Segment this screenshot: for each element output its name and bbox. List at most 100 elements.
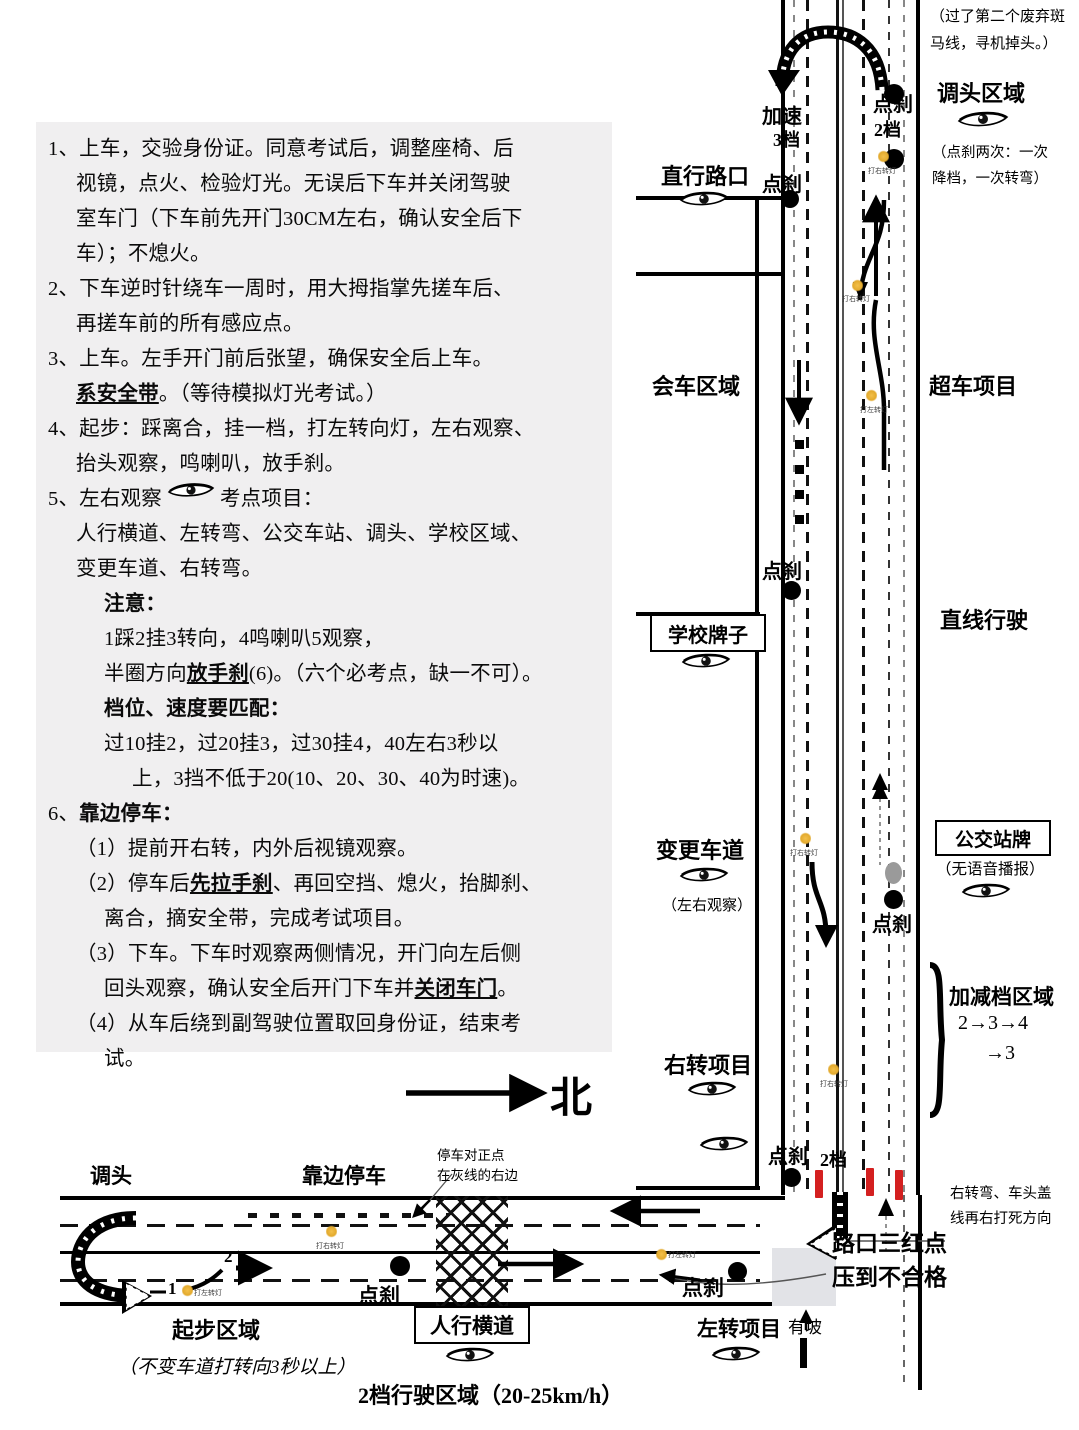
crosswalk-hatch <box>436 1196 508 1306</box>
slope-shading <box>772 1248 836 1306</box>
junction-east-dash <box>903 1195 905 1385</box>
eye-icon <box>679 866 729 884</box>
bottom-lane-dash-upper <box>60 1224 760 1227</box>
park-heading: 靠边停车： <box>79 803 183 825</box>
instruction-line: 系安全带。（等待模拟灯光考试。） <box>48 377 600 412</box>
stop-point-dotted-line <box>248 1213 448 1218</box>
item-number: 2、 <box>48 278 80 300</box>
notice-heading: 注意： <box>104 593 167 615</box>
north-compass-label: 北 <box>550 1076 593 1122</box>
right-turn-road-edge <box>636 1186 760 1190</box>
eye-icon <box>687 1080 737 1098</box>
instruction-line: 视镜，点火、检验灯光。无误后下车并关闭驾驶 <box>48 167 600 202</box>
item-text: 、再回空挡、熄火，抬脚刹、 <box>272 873 542 895</box>
instruction-line: （2）停车后先拉手刹、再回空挡、熄火，抬脚刹、 <box>48 867 600 902</box>
gear2-top-label: 2档 <box>874 120 901 140</box>
brake-point-label: 点刹 <box>873 94 913 116</box>
brake-point-dot <box>884 149 904 169</box>
item-number: 1、 <box>48 138 80 160</box>
eye-icon <box>167 482 215 517</box>
park-side-label: 靠边停车 <box>302 1164 386 1188</box>
lane-change-curve <box>809 861 838 948</box>
uturn-arrow-bottom <box>70 1211 152 1314</box>
brake-point-dot <box>884 84 904 104</box>
instruction-line: 档位、速度要匹配： <box>48 692 600 727</box>
top-note-label: （过了第二个废弃斑 马线，寻机掉头。） <box>930 4 1065 58</box>
start-marker-two: 2 <box>224 1247 233 1266</box>
second-gear-zone-label: 2档行驶区域（20-25km/h） <box>358 1383 624 1408</box>
bus-stop-sign-text: 公交站牌 <box>954 829 1031 851</box>
item-text: 过10挂2，过20挂3，过30挂4，40左右3秒以 <box>104 733 499 755</box>
lane-dash-right <box>888 0 890 1195</box>
overtake-project-label: 超车项目 <box>929 374 1018 399</box>
right-turn-note-label: 右转弯、车头盖 线再右打死方向 <box>950 1182 1052 1232</box>
emphasis-pull-handbrake: 先拉手刹 <box>189 873 273 895</box>
item-text: （2）停车后 <box>76 873 190 895</box>
lane-dash-midright <box>862 0 865 1195</box>
item-text: 人行横道、左转弯、公交车站、调头、学校区域、 <box>76 523 532 545</box>
shift-sequence-1: 2→3→4 <box>958 1012 1028 1034</box>
junction-east-wall <box>918 1195 922 1390</box>
eye-icon <box>679 190 729 208</box>
bottom-lane-dash-lower <box>60 1279 760 1282</box>
bottom-road-top-edge <box>60 1196 760 1200</box>
right-turn-note-text: 右转弯、车头盖 线再右打死方向 <box>950 1186 1052 1227</box>
item-text: 离合，摘安全带，完成考试项目。 <box>104 908 415 930</box>
instruction-line: 变更车道、右转弯。 <box>48 552 600 587</box>
meeting-area-label: 会车区域 <box>652 374 741 399</box>
item-text: 试。 <box>104 1048 146 1070</box>
turn-signal-label: 打左转灯 <box>668 1252 696 1259</box>
bottom-road-bottom-edge <box>60 1302 760 1306</box>
gear2-bottom-label: 2档 <box>820 1150 847 1170</box>
meeting-area-left-wall <box>755 196 759 276</box>
item-text: 抬头观察，鸣喇叭，放手刹。 <box>76 453 346 475</box>
brake-point-label: 点刹 <box>762 174 802 196</box>
item-text: （1）提前开右转，内外后视镜观察。 <box>76 838 418 860</box>
brake-point-dot <box>782 1168 801 1187</box>
item-number: 3、 <box>48 348 80 370</box>
instruction-line: 半圈方向放手刹(6)。（六个必考点，缺一不可）。 <box>48 657 600 692</box>
lane-dash-faint-right <box>903 0 905 1195</box>
item-text: （3）下车。下车时观察两侧情况，开门向左后侧 <box>76 943 522 965</box>
brake-point-label: 点刹 <box>768 1146 808 1168</box>
top-note-text: （过了第二个废弃斑 马线，寻机掉头。） <box>930 9 1066 52</box>
instruction-line: 室车门（下车前先开门30CM左右，确认安全后下 <box>48 202 600 237</box>
junction-red-point-fail-label: 压到不合格 <box>832 1265 947 1290</box>
slope-marker-bar <box>800 1338 807 1368</box>
red-point-mark <box>866 1168 874 1196</box>
park-note-label: 停车对正点 在灰线的右边 <box>437 1146 518 1186</box>
school-sign-text: 学校牌子 <box>668 624 748 647</box>
junction-upper-connector <box>760 1196 785 1200</box>
shift-area-label: 加减档区域 <box>949 985 1054 1009</box>
item-text: 起步：踩离合，挂一档，打左转向灯，左右观察、 <box>79 418 535 440</box>
instruction-item: 1、上车，交验身份证。同意考试后，调整座椅、后 <box>48 132 600 167</box>
eye-icon <box>957 110 1009 129</box>
item-text: 左右观察 <box>79 488 162 510</box>
emphasis-close-door: 关闭车门 <box>414 978 498 1000</box>
brake-point-label: 点刹 <box>358 1284 400 1308</box>
straight-junction-label: 直行路口 <box>661 164 750 189</box>
red-point-mark <box>815 1170 823 1198</box>
turn-signal-amber-icon <box>656 1248 667 1261</box>
crosswalk-text: 人行横道 <box>430 1314 514 1338</box>
item-text: 考点项目： <box>219 488 324 510</box>
turn-signal-label: 打右转灯 <box>316 1243 344 1250</box>
school-sign-box: 学校牌子 <box>650 614 766 652</box>
turn-signal-label: 打左转灯 <box>860 407 888 414</box>
start-marker-one: 1 <box>168 1279 177 1298</box>
item-text: 下车逆时针绕车一周时，用大拇指掌先搓车后、 <box>79 278 514 300</box>
gear3-label: 3档 <box>773 130 800 150</box>
turn-signal-amber-icon <box>866 389 877 402</box>
eye-icon <box>445 1346 495 1364</box>
direction-triangle-straight <box>872 773 888 790</box>
item-text: 室车门（下车前先开门30CM左右，确认安全后下 <box>76 208 523 230</box>
bus-stop-note-label: （无语音播报） <box>936 861 1045 878</box>
eye-icon <box>699 1135 749 1153</box>
item-text: 再搓车前的所有感应点。 <box>76 313 304 335</box>
change-lane-note-label: （左右观察） <box>662 898 753 914</box>
side-road-mid-edge <box>636 272 784 276</box>
uturn-area-label: 调头区域 <box>937 81 1026 106</box>
straight-drive-label: 直线行驶 <box>940 608 1029 633</box>
start-note-label: （不变车道打转向3秒以上） <box>118 1357 356 1378</box>
eye-icon <box>711 1345 761 1363</box>
